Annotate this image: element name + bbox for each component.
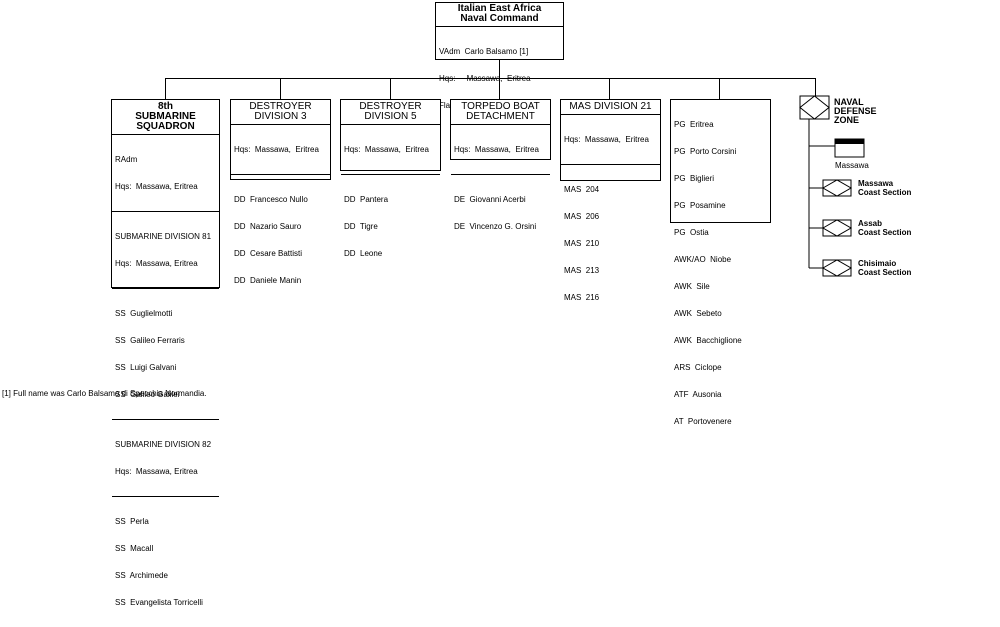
list-item: SS Luigi Galvani [115,363,177,372]
list-item: SS Evangelista Torricelli [115,598,203,607]
naval-command-box: Italian East Africa Naval Command VAdm C… [435,2,564,110]
list-item: DD Francesco Nullo [234,195,308,204]
torpedo-boat-detachment-title: TORPEDO BOAT DETACHMENT [451,100,550,125]
torpedo-boat-detachment-units: DE Giovanni Acerbi DE Vincenzo G. Orsini [451,175,550,251]
list-item: PG Posamine [674,201,726,210]
naval-zone-symbol-icon [799,95,830,120]
naval-command-details: VAdm Carlo Balsamo [1] Hqs: Massawa, Eri… [439,47,531,110]
list-item: AWK Sebeto [674,309,722,318]
destroyer-division-5-title: DESTROYER DIVISION 5 [341,100,440,125]
misc-units-box: PG Eritrea PG Porto Corsini PG Biglieri … [670,99,771,426]
destroyer-division-5-hqs: Hqs: Massawa, Eritrea [341,125,440,175]
submarine-division-81-units: SS Guglielmotti SS Galileo Ferraris SS L… [112,289,219,420]
list-item: AWK/AO Niobe [674,255,732,264]
misc-units-list: PG Eritrea PG Porto Corsini PG Biglieri … [671,100,770,446]
connector-top-down [499,60,500,79]
destroyer-division-3-hqs: Hqs: Massawa, Eritrea [231,125,330,175]
connector-misc [719,78,720,100]
mas-division-21-box: MAS DIVISION 21 Hqs: Massawa, Eritrea MA… [560,99,661,302]
destroyer-division-3-title: DESTROYER DIVISION 3 [231,100,330,125]
list-item: ATF Ausonia [674,390,722,399]
list-item: SS Archimede [115,571,168,580]
torpedo-boat-detachment-hqs: Hqs: Massawa, Eritrea [451,125,550,175]
list-item: MAS 210 [564,239,600,248]
coast-section-symbol-icon [821,179,853,197]
submarine-division-82-units: SS Perla SS Macall SS Archimede SS Evang… [112,497,219,627]
torpedo-boat-detachment-box: TORPEDO BOAT DETACHMENT Hqs: Massawa, Er… [450,99,551,231]
list-item: SS Guglielmotti [115,309,173,318]
list-item: MAS 204 [564,185,600,194]
list-item: DD Cesare Battisti [234,249,303,258]
list-item: PG Ostia [674,228,709,237]
connector-dd5 [390,78,391,100]
coast-section-label: Chisimaio Coast Section [858,259,912,277]
list-item: DD Daniele Manin [234,276,302,285]
zone-hq-label: Massawa [835,161,869,170]
submarine-squadron-box: 8th SUBMARINE SQUADRON RAdm Hqs: Massawa… [111,99,220,607]
destroyer-division-3-box: DESTROYER DIVISION 3 Hqs: Massawa, Eritr… [230,99,331,285]
list-item: DD Leone [344,249,383,258]
list-item: SS Macall [115,544,154,553]
list-item: SS Perla [115,517,149,526]
submarine-squadron-cmd: RAdm Hqs: Massawa, Eritrea [112,135,219,212]
connector-sub [165,78,166,100]
naval-defense-zone-title: NAVAL DEFENSE ZONE [834,97,877,125]
list-item: DD Pantera [344,195,389,204]
destroyer-division-5-box: DESTROYER DIVISION 5 Hqs: Massawa, Eritr… [340,99,441,258]
mas-division-21-hqs: Hqs: Massawa, Eritrea [561,115,660,165]
list-item: PG Biglieri [674,174,715,183]
connector-tb [499,78,500,100]
footnote: [1] Full name was Carlo Balsamo di Specc… [2,389,207,398]
connector-dd3 [280,78,281,100]
connector-zone [815,78,816,98]
list-item: DE Vincenzo G. Orsini [454,222,537,231]
list-item: PG Eritrea [674,120,714,129]
naval-command-title: Italian East Africa Naval Command [436,3,563,27]
list-item: PG Porto Corsini [674,147,737,156]
coast-section-symbol-icon [821,219,853,237]
submarine-division-82-header: SUBMARINE DIVISION 82 Hqs: Massawa, Erit… [112,420,219,497]
naval-defense-zone-diagram [799,95,865,277]
destroyer-division-3-units: DD Francesco Nullo DD Nazario Sauro DD C… [231,175,330,305]
connector-horizontal [165,78,815,79]
zone-hq-flag-icon [834,138,865,158]
mas-division-21-units: MAS 204 MAS 206 MAS 210 MAS 213 MAS 216 [561,165,660,322]
coast-section-symbol-icon [821,259,853,277]
mas-division-21-title: MAS DIVISION 21 [561,100,660,115]
list-item: DD Nazario Sauro [234,222,302,231]
list-item: DE Giovanni Acerbi [454,195,526,204]
list-item: MAS 206 [564,212,600,221]
list-item: SS Galileo Galilei [115,390,180,399]
destroyer-division-5-units: DD Pantera DD Tigre DD Leone [341,175,440,278]
list-item: AWK Bacchiglione [674,336,742,345]
list-item: ARS Ciclope [674,363,722,372]
connector-mas [609,78,610,100]
list-item: DD Tigre [344,222,378,231]
coast-section-label: Assab Coast Section [858,219,912,237]
list-item: SS Galileo Ferraris [115,336,185,345]
list-item: AT Portovenere [674,417,732,426]
coast-section-label: Massawa Coast Section [858,179,912,197]
submarine-division-81-header: SUBMARINE DIVISION 81 Hqs: Massawa, Erit… [112,212,219,289]
submarine-squadron-title: 8th SUBMARINE SQUADRON [112,100,219,135]
list-item: MAS 216 [564,293,600,302]
list-item: AWK Sile [674,282,710,291]
list-item: MAS 213 [564,266,600,275]
